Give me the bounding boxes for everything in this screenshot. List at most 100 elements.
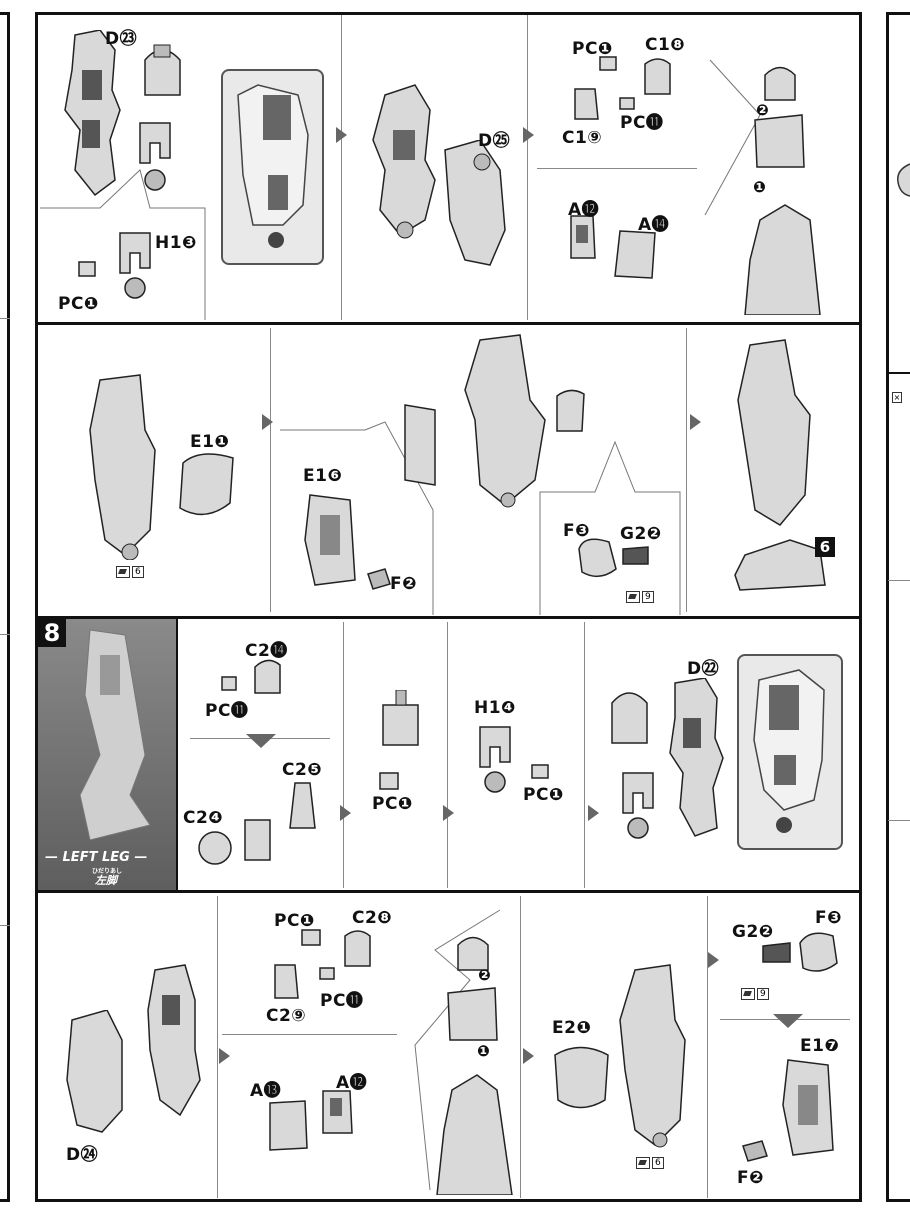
section-divider <box>36 890 860 893</box>
knee-joint-part <box>144 44 181 96</box>
ankle-dark-part <box>622 546 649 565</box>
step-arrow-icon <box>523 127 534 143</box>
sticker-ref: 9 <box>741 988 769 1000</box>
step-reference-badge: 6 <box>815 537 835 557</box>
leg-cover-part <box>444 140 506 266</box>
part-label: A⓭ <box>250 1081 282 1101</box>
sticker-number: 6 <box>652 1157 664 1169</box>
sticker-ref: 9 <box>626 591 654 603</box>
right-edge-divider <box>888 580 910 581</box>
small-block-part <box>742 1140 768 1162</box>
knee-joint-part <box>254 659 281 694</box>
poly-cap-part <box>221 676 237 691</box>
sticker-number: 6 <box>132 566 144 578</box>
right-page-edge <box>886 12 910 1202</box>
column-divider <box>686 328 687 612</box>
joint-part <box>344 930 371 967</box>
knee-joint-part <box>764 66 796 101</box>
small-panel-part <box>570 215 596 259</box>
upper-leg-frame-part <box>64 30 121 197</box>
upper-leg-assembly <box>744 204 821 315</box>
part-label: PC❶ <box>58 294 99 314</box>
part-label: D㉕ <box>478 131 511 151</box>
upper-leg-assembly <box>372 84 436 239</box>
part-label: H1❸ <box>155 233 197 253</box>
part-label: PC❶ <box>523 785 564 805</box>
poly-cap-part <box>78 261 96 277</box>
ankle-part <box>799 932 838 972</box>
ankle-part <box>578 538 617 578</box>
step-arrow-icon <box>262 414 273 430</box>
sticker-ref: 6 <box>116 566 144 578</box>
part-label: G2❷ <box>620 524 662 544</box>
step-arrow-icon <box>523 1048 534 1064</box>
right-edge-divider <box>888 372 910 374</box>
sticker-number: 9 <box>757 988 769 1000</box>
clamp-part <box>119 232 151 299</box>
part-label: D㉔ <box>66 1145 99 1165</box>
column-divider <box>217 896 218 1198</box>
column-divider <box>270 328 271 612</box>
part-label: F❸ <box>815 908 843 928</box>
sticker-icon <box>626 591 640 603</box>
part-label: F❷ <box>390 574 418 594</box>
small-panel-part <box>269 1100 308 1151</box>
poly-cap-part <box>319 967 335 980</box>
small-panel-part <box>322 1090 353 1134</box>
right-edge-divider <box>888 820 910 821</box>
knee-block-part <box>447 987 498 1041</box>
part-label: H1❹ <box>474 698 516 718</box>
joint-part <box>289 782 316 829</box>
part-label: C2⓮ <box>245 641 288 661</box>
upper-leg-assembly <box>147 964 201 1117</box>
part-label: A⓮ <box>638 215 670 235</box>
left-leg-photo-figure <box>79 629 151 841</box>
order-marker: ❷ <box>756 101 770 119</box>
assembled-inner-frame-part <box>753 669 825 833</box>
joint-frame-part <box>244 819 271 861</box>
left-leg-japanese: 左脚 <box>95 874 117 887</box>
column-divider <box>176 619 178 890</box>
part-label: E2❶ <box>552 1018 592 1038</box>
sticker-number: 9 <box>642 591 654 603</box>
column-divider <box>520 896 521 1198</box>
part-label: D㉓ <box>105 29 138 49</box>
knee-joint-part <box>611 692 648 744</box>
upper-leg-assembly <box>436 1074 513 1195</box>
sub-divider <box>222 1034 397 1035</box>
full-leg-assembly <box>737 339 811 526</box>
part-label: PC❶ <box>372 794 413 814</box>
upper-leg-frame-part <box>669 678 724 837</box>
left-edge-divider <box>0 318 10 319</box>
leg-cover-part <box>66 1010 123 1133</box>
left-leg-ruby: ひだりあし <box>92 868 123 875</box>
left-edge-divider <box>0 634 10 635</box>
sub-divider <box>537 168 697 169</box>
close-mark-icon: × <box>892 392 902 403</box>
part-label: E1❶ <box>190 432 230 452</box>
joint-part <box>644 58 671 95</box>
callout-leader <box>539 440 681 615</box>
part-label: A⓬ <box>568 200 600 220</box>
left-page-edge <box>0 12 10 1202</box>
small-block-part <box>367 568 391 590</box>
column-divider <box>527 15 528 320</box>
part-label: PC⓫ <box>320 991 364 1011</box>
part-label: C2❽ <box>352 908 393 928</box>
inner-shin-part <box>782 1059 834 1156</box>
column-divider <box>584 622 585 888</box>
column-divider <box>341 15 342 320</box>
part-label: F❸ <box>563 521 591 541</box>
poly-cap-part <box>301 929 321 946</box>
step-arrow-icon <box>340 805 351 821</box>
step-arrow-icon <box>443 805 454 821</box>
order-marker: ❶ <box>753 178 767 196</box>
step-arrow-icon <box>336 127 347 143</box>
part-label: E1❻ <box>303 466 343 486</box>
poly-cap-part <box>379 772 399 790</box>
clamp-part <box>479 726 511 793</box>
sticker-icon <box>116 566 130 578</box>
part-label: A⓬ <box>336 1073 368 1093</box>
part-label: PC❶ <box>274 911 315 931</box>
part-label: PC⓫ <box>205 701 249 721</box>
